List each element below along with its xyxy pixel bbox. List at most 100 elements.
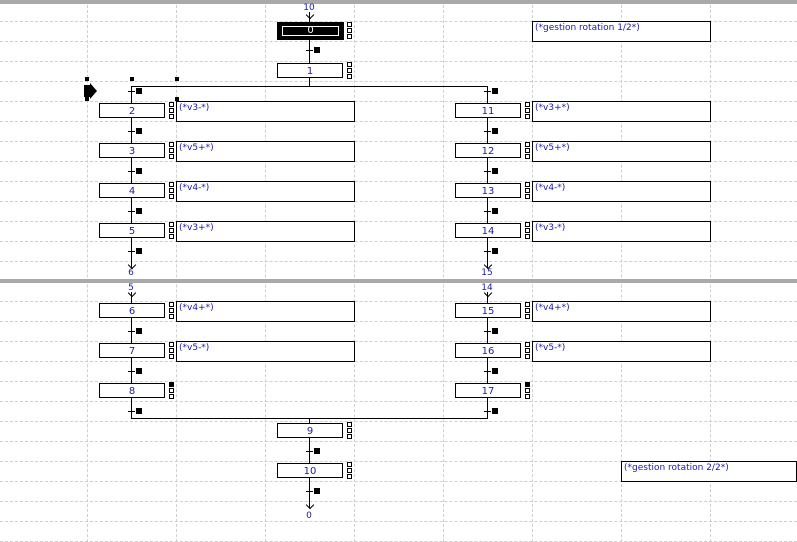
selection-handle[interactable]: [85, 77, 89, 81]
step-0[interactable]: 0: [277, 22, 344, 40]
grid-line: [87, 0, 88, 542]
action-step-3[interactable]: (*v5+*): [176, 141, 355, 162]
transition-bar[interactable]: [306, 491, 313, 492]
step-2[interactable]: 2: [99, 103, 165, 118]
action-step-11[interactable]: (*v3+*): [532, 101, 711, 122]
transition-bar[interactable]: [484, 91, 491, 92]
transition-marker: [136, 408, 142, 414]
action-step-7[interactable]: (*v5-*): [176, 341, 355, 362]
grid-line: [443, 0, 444, 542]
page-ref-from-5: 5: [128, 283, 134, 293]
grid-line: [0, 161, 797, 162]
transition-bar[interactable]: [484, 171, 491, 172]
grid-line: [0, 301, 797, 302]
action-step-6[interactable]: (*v4+*): [176, 301, 355, 322]
transition-marker: [136, 168, 142, 174]
step-12-ports: [525, 142, 530, 160]
transition-bar[interactable]: [128, 371, 135, 372]
grid-line: [0, 101, 797, 102]
action-step-13[interactable]: (*v4-*): [532, 181, 711, 202]
action-step-15[interactable]: (*v4+*): [532, 301, 711, 322]
action-step-12[interactable]: (*v5+*): [532, 141, 711, 162]
entry-arrow-icon: [84, 83, 97, 99]
grid-line: [710, 0, 711, 542]
transition-bar[interactable]: [128, 251, 135, 252]
action-step-16[interactable]: (*v5-*): [532, 341, 711, 362]
selection-handle[interactable]: [85, 97, 89, 101]
grid-line: [0, 41, 797, 42]
grid-line: [0, 141, 797, 142]
link-line: [309, 478, 310, 508]
step-6[interactable]: 6: [99, 303, 165, 318]
top-reference-label: 10: [303, 3, 315, 13]
link-line: [487, 358, 488, 383]
link-line: [131, 238, 132, 268]
step-7[interactable]: 7: [99, 343, 165, 358]
step-8[interactable]: 8: [99, 383, 165, 398]
grid-line: [0, 361, 797, 362]
transition-bar[interactable]: [484, 371, 491, 372]
grid-line: [0, 61, 797, 62]
grid-line: [265, 0, 266, 542]
link-line: [487, 238, 488, 268]
link-line: [309, 438, 310, 463]
grid-line: [0, 221, 797, 222]
transition-bar[interactable]: [128, 91, 135, 92]
transition-bar[interactable]: [306, 451, 313, 452]
transition-bar[interactable]: [128, 131, 135, 132]
link-line: [309, 40, 310, 63]
transition-bar[interactable]: [128, 331, 135, 332]
selection-handle[interactable]: [175, 77, 179, 81]
step-9[interactable]: 9: [277, 423, 343, 438]
action-gestion-rotation-2[interactable]: (*gestion rotation 2/2*): [621, 461, 797, 482]
step-5[interactable]: 5: [99, 223, 165, 238]
grid-line: [0, 81, 797, 82]
step-10[interactable]: 10: [277, 463, 343, 478]
transition-marker: [492, 208, 498, 214]
step-12[interactable]: 12: [455, 143, 521, 158]
transition-bar[interactable]: [128, 211, 135, 212]
transition-bar[interactable]: [484, 131, 491, 132]
link-line: [487, 86, 488, 103]
selection-handle[interactable]: [175, 97, 179, 101]
transition-bar[interactable]: [128, 411, 135, 412]
transition-marker: [492, 328, 498, 334]
transition-bar[interactable]: [484, 211, 491, 212]
initial-step-inner-frame: [282, 26, 339, 36]
step-1-ports: [347, 62, 352, 80]
step-1[interactable]: 1: [277, 63, 343, 78]
step-15[interactable]: 15: [455, 303, 521, 318]
grid-line: [354, 0, 355, 542]
step-3[interactable]: 3: [99, 143, 165, 158]
step-0-ports: [347, 22, 352, 40]
selection-handle[interactable]: [130, 77, 134, 81]
action-step-14[interactable]: (*v3-*): [532, 221, 711, 242]
step-16-ports: [525, 342, 530, 360]
step-5-ports: [169, 222, 174, 240]
transition-bar[interactable]: [484, 331, 491, 332]
transition-bar[interactable]: [484, 251, 491, 252]
transition-bar[interactable]: [484, 411, 491, 412]
step-11[interactable]: 11: [455, 103, 521, 118]
action-step-5[interactable]: (*v3+*): [176, 221, 355, 242]
transition-bar[interactable]: [128, 171, 135, 172]
step-17[interactable]: 17: [455, 383, 521, 398]
grid-line: [0, 501, 797, 502]
step-13[interactable]: 13: [455, 183, 521, 198]
grid-line: [0, 201, 797, 202]
grid-line: [0, 401, 797, 402]
link-line: [487, 198, 488, 223]
transition-bar[interactable]: [306, 50, 313, 51]
action-step-2[interactable]: (*v3-*): [176, 101, 355, 122]
step-4[interactable]: 4: [99, 183, 165, 198]
link-line: [131, 292, 132, 303]
action-gestion-rotation-1[interactable]: (*gestion rotation 1/2*): [532, 21, 711, 42]
link-line: [131, 358, 132, 383]
grid-line: [0, 121, 797, 122]
step-14[interactable]: 14: [455, 223, 521, 238]
transition-marker: [314, 488, 320, 494]
link-line: [309, 418, 310, 423]
step-16[interactable]: 16: [455, 343, 521, 358]
grid-line: [0, 421, 797, 422]
action-step-4[interactable]: (*v4-*): [176, 181, 355, 202]
